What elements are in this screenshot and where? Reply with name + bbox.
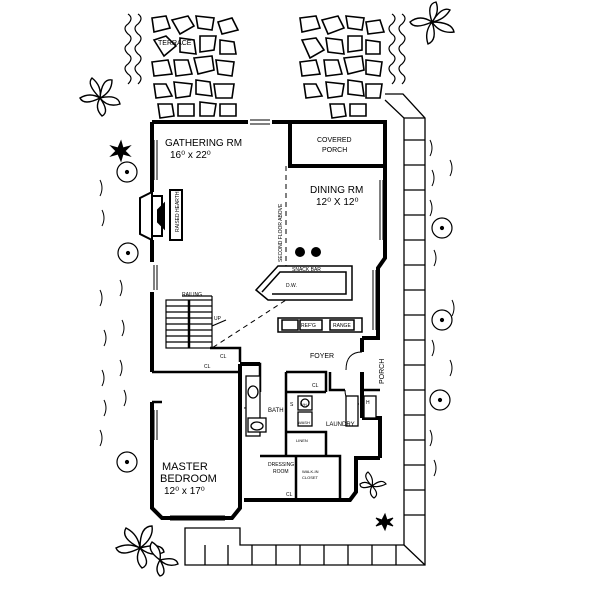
closet-label-stairs: CL — [220, 354, 227, 360]
foyer-label: FOYER — [310, 353, 334, 360]
laundry-fixtures — [297, 395, 377, 427]
hedge-left — [124, 13, 142, 85]
covered-porch-label-2: PORCH — [322, 147, 347, 154]
small-plant-bottom-right — [359, 471, 387, 499]
windows — [153, 119, 384, 521]
master-bedroom-label-1: MASTER — [162, 461, 208, 473]
terrace-label: TERRACE — [158, 40, 192, 47]
dressing-room-label-1: DRESSING — [268, 462, 294, 468]
brick-walkway — [184, 93, 426, 566]
bath-label: BATH — [268, 408, 284, 414]
gathering-room-size: 16⁰ x 22⁰ — [170, 150, 211, 161]
s-label: S — [290, 402, 294, 408]
palm-plant-left — [79, 77, 121, 117]
second-floor-above-line — [211, 166, 287, 349]
star-plant-left — [109, 139, 132, 163]
walkin-closet-label-2: CLOSET — [302, 475, 319, 480]
gathering-room-label: GATHERING RM — [165, 138, 242, 149]
star-plant-right — [375, 512, 394, 532]
wash-label: WASH — [298, 420, 310, 425]
raised-hearth-label: RAISED HEARTH — [175, 191, 181, 232]
palm-plant-bottom-left — [115, 525, 179, 577]
railing-label: RAILING — [182, 292, 202, 298]
ref-label: REF'G — [301, 323, 316, 329]
round-shrubs — [116, 161, 453, 473]
bath-fixtures — [245, 375, 267, 437]
stone-wall-left — [150, 14, 240, 122]
up-label: UP — [214, 316, 222, 322]
closet-label-foyer: CL — [312, 383, 319, 389]
linen-label: LINEN — [296, 438, 308, 443]
bar-stools — [295, 247, 321, 257]
master-bedroom-size: 12⁰ x 17⁰ — [164, 486, 205, 497]
ground-lines — [99, 139, 455, 477]
fireplace — [139, 189, 183, 242]
hvac-label: H — [366, 400, 370, 406]
stairs — [165, 295, 227, 349]
range-label: RANGE — [333, 323, 351, 329]
dressing-room-label-2: ROOM — [273, 469, 289, 475]
palm-plant-top-right — [409, 1, 455, 45]
closet-label-dressing: CL — [286, 492, 293, 498]
covered-porch-label-1: COVERED — [317, 137, 352, 144]
second-floor-above-label: SECOND FLOOR ABOVE — [278, 203, 284, 262]
snack-bar-label: SNACK BAR — [292, 267, 321, 273]
laundry-label: LAUNDRY — [326, 422, 355, 428]
hedge-right — [388, 13, 406, 85]
porch-label: PORCH — [379, 359, 386, 384]
walkin-closet-label-1: WALK-IN — [302, 469, 319, 474]
dining-room-label: DINING RM — [310, 185, 363, 196]
dw-label: D.W. — [286, 283, 297, 289]
wh-label: WH — [300, 402, 307, 407]
stone-wall-right — [299, 15, 386, 119]
kitchen-counter — [254, 265, 363, 333]
master-bedroom-label-2: BEDROOM — [160, 473, 217, 485]
closet-label-hall: CL — [204, 364, 211, 370]
dining-room-size: 12⁰ X 12⁰ — [316, 197, 359, 208]
